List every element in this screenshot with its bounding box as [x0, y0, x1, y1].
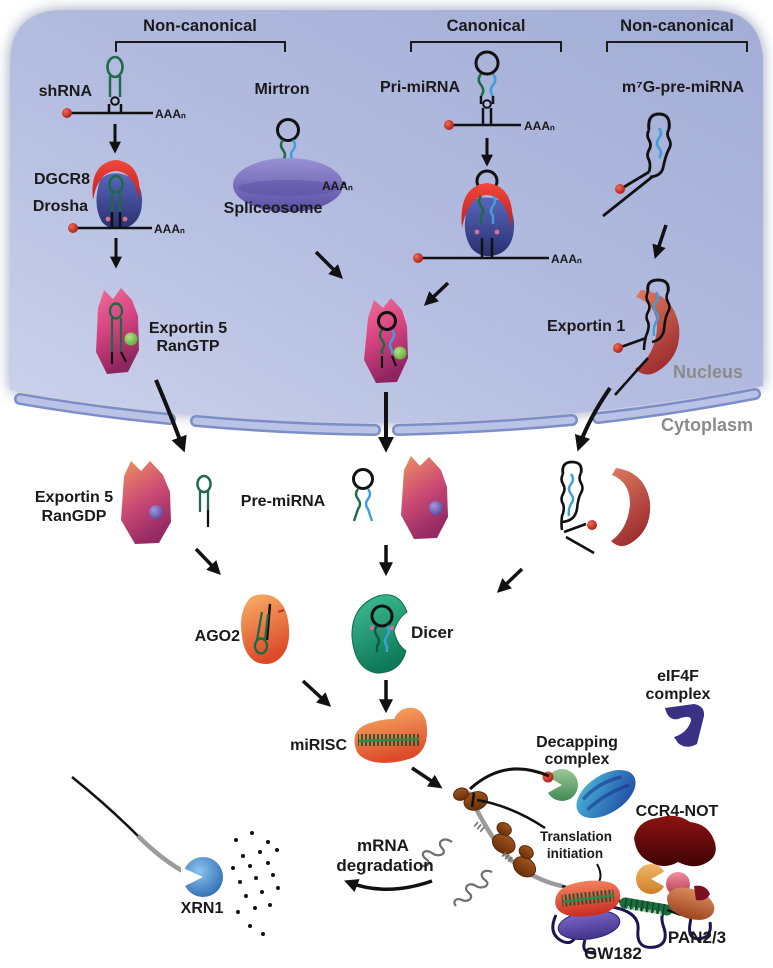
svg-text:AAAₙ: AAAₙ	[154, 222, 185, 236]
mrna-degradation-label-1: mRNA	[357, 836, 409, 855]
ribosomes	[453, 787, 537, 878]
exportin5-rangtp-left	[96, 288, 139, 374]
dgcr8-drosha-complex-canonical: AAAₙ	[413, 169, 582, 266]
pri-mirna-hairpin: AAAₙ	[444, 50, 555, 133]
arrow-mirtron-to-exportin5	[314, 250, 343, 279]
xrn1-label: XRN1	[181, 900, 224, 917]
arrow-mirisc-to-mrna	[411, 766, 443, 789]
nucleus-label: Nucleus	[673, 362, 743, 382]
arrow-drosha-to-exportin5-mid	[423, 281, 450, 306]
polya-beads-letters: AAAAAAA	[626, 906, 664, 918]
mirtron-spliceosome: AAAₙ	[233, 118, 353, 212]
cytoplasm-label: Cytoplasm	[661, 415, 753, 435]
shrna-label: shRNA	[39, 83, 93, 100]
drosha-label: Drosha	[33, 198, 88, 215]
exportin5-rangdp-left	[121, 461, 171, 544]
mrna-degradation-label-2: degradation	[336, 856, 433, 875]
exportin5-rangdp-label-1: Exportin 5	[35, 489, 113, 506]
nucleus-region	[10, 10, 763, 424]
degraded-nucleotides	[231, 831, 280, 936]
bracket-label-noncanonical-right: Non-canonical	[620, 17, 734, 35]
ago2-complex	[241, 594, 290, 664]
eif4f-shape	[665, 704, 705, 747]
five-prime-cap-icon	[62, 108, 72, 118]
arrow-export-right	[574, 386, 612, 452]
exportin5-rangdp-middle	[401, 456, 448, 539]
rangtp-ball-icon	[124, 332, 138, 346]
rangtp-ball-icon	[393, 346, 407, 360]
spliceosome-label: Spliceosome	[224, 200, 323, 217]
ccr4not-blob	[634, 815, 716, 867]
arrow-export-left	[154, 379, 187, 453]
svg-text:AAAₙ: AAAₙ	[524, 119, 555, 133]
m7g-pre-mirna-hairpin	[602, 112, 672, 218]
pre-mirna-free-hairpin	[196, 474, 212, 527]
mirisc-bound-blob	[555, 880, 621, 917]
exportin5-rangdp-label-2: RanGDP	[42, 508, 107, 525]
pathway-brackets	[115, 41, 748, 52]
nascent-peptides	[419, 821, 513, 907]
arrow-mrna-degradation	[344, 879, 433, 893]
pre-mirna-canonical-free	[352, 468, 374, 522]
exportin1-label: Exportin 1	[547, 318, 625, 335]
translation-inhibition-tbar	[470, 792, 546, 830]
translation-label-1: Translation	[540, 829, 612, 844]
arrow-m7g-to-dicer	[496, 567, 524, 593]
xrn1-degradation	[71, 776, 280, 936]
svg-text:AAAₙ: AAAₙ	[322, 179, 353, 193]
gw182-label: GW182	[584, 944, 642, 963]
pri-mirna-label: Pri-miRNA	[380, 79, 460, 96]
ccr4not-label: CCR4-NOT	[636, 803, 719, 820]
exportin1-complex	[613, 278, 680, 396]
arrow-ago2-to-mirisc	[301, 679, 332, 707]
dicer-complex	[351, 594, 408, 674]
spliceosome-blob	[233, 158, 343, 212]
m7g-pre-mirna-free	[560, 460, 597, 555]
mirisc-complex	[354, 707, 428, 763]
decapping-label-2: complex	[545, 751, 610, 768]
dgcr8-label: DGCR8	[34, 171, 90, 188]
polya-beads-icon	[619, 897, 673, 916]
shrna-base-strand: AAAₙ	[68, 222, 185, 236]
exportin5-rangtp-middle	[364, 298, 408, 383]
mirisc-label: miRISC	[290, 737, 347, 754]
svg-text:AAAₙ: AAAₙ	[551, 252, 582, 266]
exportin5-rangtp-label-2: RanGTP	[156, 338, 219, 355]
exportin5-rangtp-label-1: Exportin 5	[149, 320, 227, 337]
m7g-pre-mirna-label: m⁷G-pre-miRNA	[622, 79, 745, 96]
mirtron-label: Mirtron	[254, 81, 309, 98]
rangdp-ball-icon	[149, 505, 163, 519]
bracket-label-canonical: Canonical	[447, 17, 526, 35]
bracket-label-noncanonical-left: Non-canonical	[143, 17, 257, 35]
pre-mirna-label: Pre-miRNA	[241, 493, 326, 510]
pan23-label: PAN2/3	[668, 928, 726, 947]
dicer-label: Dicer	[411, 623, 454, 642]
decapping-complex	[542, 769, 636, 819]
dgcr8-drosha-complex-left	[92, 160, 143, 230]
exportin1-free	[611, 468, 651, 547]
silencing-complex: AAAAAAA	[551, 815, 716, 954]
translation-label-2: initiation	[547, 846, 603, 861]
decapping-label-1: Decapping	[536, 734, 618, 751]
eif4f-label-1: eIF4F	[657, 668, 699, 685]
rangdp-ball-icon	[429, 501, 443, 515]
arrow-to-ago2	[194, 547, 221, 576]
polya-tail-label: AAAₙ	[155, 107, 186, 121]
arrow-m7g-to-exportin1	[652, 224, 668, 259]
eif4f-label-2: complex	[646, 686, 711, 703]
nuclear-envelope	[14, 388, 761, 436]
shrna-hairpin: shRNA AAAₙ	[39, 55, 186, 121]
ago2-label: AGO2	[195, 628, 240, 645]
